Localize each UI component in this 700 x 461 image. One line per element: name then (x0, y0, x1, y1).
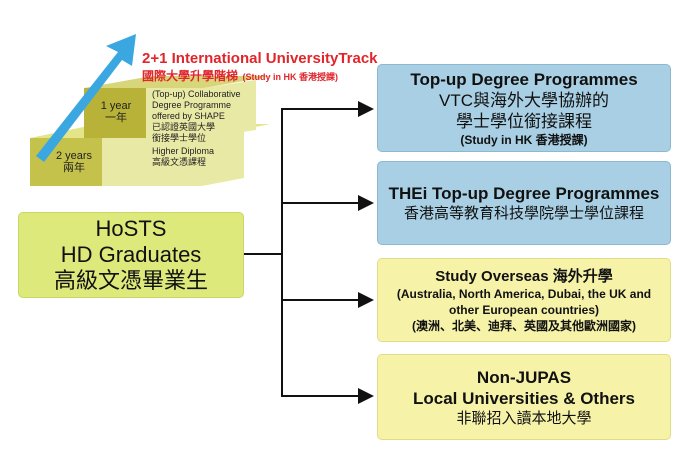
target-box-topup-degree: Top-up Degree Programmes VTC與海外大學協辦的 學士學… (377, 64, 671, 152)
connector-branch-4 (281, 395, 359, 397)
top-step-label-en: 1 year (100, 100, 132, 112)
arrowhead-right-icon (358, 292, 374, 308)
target-4-line2: Local Universities & Others (412, 388, 636, 408)
connector-branch-2 (281, 202, 359, 204)
bottom-step-label: 2 years 兩年 (46, 150, 102, 174)
target-3-line2: (Australia, North America, Dubai, the UK… (396, 286, 652, 301)
target-3-line3: other European countries) (448, 302, 600, 317)
arrowhead-right-icon (358, 195, 374, 211)
top-step-desc-line: 已認證英國大學 (152, 122, 216, 132)
arrowhead-right-icon (358, 101, 374, 117)
connector-horizontal-main (244, 253, 282, 255)
connector-branch-1 (281, 108, 359, 110)
ladder-title-line1: 2+1 International UniversityTrack (142, 50, 378, 67)
connector-branch-3 (281, 299, 359, 301)
target-4-line3: 非聯招入讀本地大學 (456, 409, 592, 427)
arrowhead-right-icon (358, 388, 374, 404)
bottom-step-desc-line: 高級文憑課程 (152, 157, 207, 167)
top-step-desc-line: Degree Programme (152, 100, 232, 110)
bottom-step-description: Higher Diploma 高級文憑課程 (152, 146, 252, 168)
bottom-step-desc-line: Higher Diploma (152, 146, 215, 156)
ladder-title: 2+1 International UniversityTrack (142, 50, 382, 67)
source-line3: 高級文憑畢業生 (53, 268, 208, 293)
arrow-up-icon (36, 34, 136, 162)
bottom-step-label-en: 2 years (55, 150, 93, 162)
top-step-label-zh: 一年 (105, 112, 127, 124)
ladder-title-line2: 國際大學升學階梯 (142, 69, 239, 83)
top-step-front-face (84, 88, 146, 138)
target-1-line1: Top-up Degree Programmes (410, 69, 638, 89)
target-box-non-jupas: Non-JUPAS Local Universities & Others 非聯… (377, 354, 671, 440)
ladder-title-note: (Study in HK 香港授課) (242, 72, 338, 82)
target-1-line4: (Study in HK 香港授課) (460, 132, 588, 147)
source-line1: HoSTS (95, 216, 167, 241)
top-step-top-face (84, 76, 272, 88)
ladder-graphic: 2+1 International UniversityTrack 國際大學升學… (18, 20, 378, 190)
top-step-label: 1 year 一年 (88, 100, 144, 124)
target-3-line4: (澳洲、北美、迪拜、英國及其他歐洲國家) (412, 318, 636, 333)
target-2-line1: THEi Top-up Degree Programmes (388, 184, 660, 203)
ladder-steps-svg (30, 34, 272, 186)
top-step-desc-face (146, 80, 256, 138)
target-box-study-overseas: Study Overseas 海外升學 (Australia, North Am… (377, 258, 671, 342)
target-3-line1: Study Overseas 海外升學 (435, 267, 613, 285)
target-box-thei: THEi Top-up Degree Programmes 香港高等教育科技學院… (377, 161, 671, 245)
target-1-line2: VTC與海外大學協辦的 (439, 90, 609, 110)
top-step-desc-line: 銜接學士學位 (152, 133, 207, 143)
target-2-line2: 香港高等教育科技學院學士學位課程 (403, 205, 644, 222)
bottom-step-label-zh: 兩年 (63, 162, 85, 174)
ladder-subtitle: 國際大學升學階梯 (Study in HK 香港授課) (142, 67, 382, 85)
top-step-desc-line: offered by SHAPE (152, 111, 225, 121)
bottom-step-desc-face (102, 130, 244, 186)
target-1-line3: 學士學位銜接課程 (456, 111, 592, 131)
connector-vertical-trunk (281, 108, 283, 396)
top-step-description: (Top-up) Collaborative Degree Programme … (152, 89, 262, 144)
target-4-line1: Non-JUPAS (476, 367, 572, 387)
source-box-hd-graduates: HoSTS HD Graduates 高級文憑畢業生 (18, 212, 244, 298)
top-step-desc-line: (Top-up) Collaborative (152, 89, 241, 99)
source-line2: HD Graduates (60, 242, 202, 267)
